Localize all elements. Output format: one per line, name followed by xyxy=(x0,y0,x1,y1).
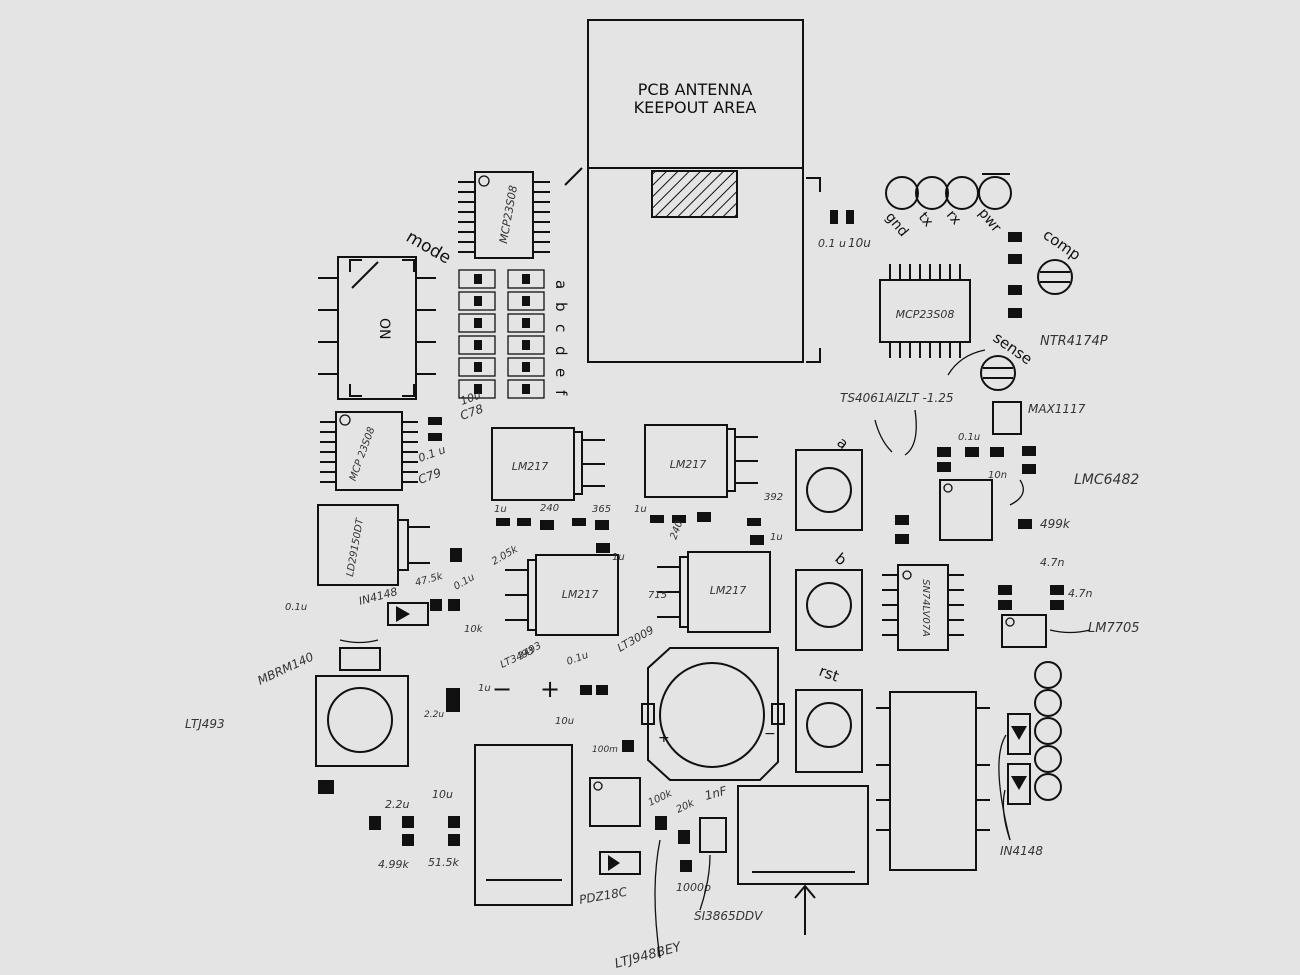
usb-connector xyxy=(474,744,573,906)
ic-label-lm217-3: LM217 xyxy=(562,588,599,601)
switch-letter-c: c xyxy=(552,324,570,332)
button-rst-label: rst xyxy=(817,662,842,686)
annot-392: 392 xyxy=(764,492,783,503)
battery-holder: + − xyxy=(641,647,785,781)
annot-240-a: 240 xyxy=(540,503,559,514)
mbrm140-diode xyxy=(339,602,429,671)
switch-letter-f: f xyxy=(552,390,570,396)
annot-1u-left: 1u xyxy=(478,683,491,694)
annot-1000p: 1000p xyxy=(676,881,711,894)
si3865ddv xyxy=(699,817,727,853)
annot-10u-bottom: 10u xyxy=(432,788,453,801)
sn74lv07a: SN74LV07A xyxy=(882,564,964,651)
switch-letter-b: b xyxy=(552,302,570,312)
ic-label-lm217-4: LM217 xyxy=(710,584,747,597)
ic-label-mcp-right: MCP23S08 xyxy=(896,308,955,321)
annot-1u-b: 1u xyxy=(634,504,647,515)
antenna-label-line2: KEEPOUT AREA xyxy=(634,98,757,117)
annot-in4148-right: IN4148 xyxy=(1000,844,1043,858)
diode-in4148-2 xyxy=(1007,763,1031,805)
ic-label-lm217-2: LM217 xyxy=(670,458,707,471)
switch-letter-e: e xyxy=(552,368,570,377)
minus-label: − xyxy=(492,675,512,703)
mcp23s08-right: MCP23S08 xyxy=(879,264,971,358)
passive-pads xyxy=(318,210,1064,872)
annot-lmc6482: LMC6482 xyxy=(1074,472,1139,488)
svg-text:−: − xyxy=(764,726,776,742)
bottom-connector xyxy=(737,785,869,935)
pdz18c-diode xyxy=(599,851,641,875)
annot-2.2u-left: 2.2u xyxy=(424,710,444,720)
annot-2.2u-bottom: 2.2u xyxy=(385,798,409,811)
annot-lm7705: LM7705 xyxy=(1088,621,1140,636)
svg-text:+: + xyxy=(658,730,670,746)
annot-0.1u-left: 0.1u xyxy=(285,602,307,613)
annot-4.7n-a: 4.7n xyxy=(1040,556,1064,569)
ic-label-sn74: SN74LV07A xyxy=(920,579,931,637)
inductor-lt3493 xyxy=(315,675,409,767)
button-rst: rst xyxy=(795,662,863,773)
annotation-arrows xyxy=(339,349,1091,959)
annot-4.7n-b: 4.7n xyxy=(1068,587,1092,600)
annot-1nf: 1nF xyxy=(703,783,729,803)
switch-letter-d: d xyxy=(552,346,570,356)
lm217-regulator-3: LM217 xyxy=(505,554,619,636)
annot-10n: 10n xyxy=(988,470,1007,481)
annot-1u-d: 1u xyxy=(770,532,783,543)
on-switch: ON xyxy=(318,256,436,400)
plus-label: + xyxy=(540,675,560,703)
annot-499k: 499k xyxy=(1040,517,1071,531)
antenna-label-line1: PCB ANTENNA xyxy=(638,80,753,99)
annot-365: 365 xyxy=(592,504,611,515)
annot-10u-top: 10u xyxy=(848,236,871,250)
annot-715: 715 xyxy=(648,590,667,601)
annot-ntr4174p: NTR4174P xyxy=(1040,334,1108,349)
lm217-regulator-4: LM217 xyxy=(657,551,771,633)
diode-in4148-1 xyxy=(1007,713,1031,755)
annot-ts4061: TS4061AIZLT -1.25 xyxy=(840,391,954,405)
annot-51.5k: 51.5k xyxy=(428,856,459,869)
ic-label-lm217-1: LM217 xyxy=(512,460,549,473)
annot-10u-mid: 10u xyxy=(555,716,574,727)
annot-4.99k: 4.99k xyxy=(378,858,409,871)
annot-ltj493: LTJ493 xyxy=(185,717,225,731)
antenna-keepout: PCB ANTENNA KEEPOUT AREA xyxy=(564,19,821,363)
annot-10k-left: 10k xyxy=(464,624,484,635)
right-header-pins xyxy=(1034,661,1062,801)
annot-1u-c: 1u xyxy=(612,552,625,563)
switch-letter-a: a xyxy=(552,280,570,289)
lm217-regulator-2: LM217 xyxy=(644,424,758,498)
annot-0.1u-mid: 0.1u xyxy=(958,432,980,443)
annot-max1117: MAX1117 xyxy=(1028,402,1086,416)
annot-100m: 100m xyxy=(592,745,618,755)
lt4948bey xyxy=(589,777,641,827)
annot-si3865ddv: SI3865DDV xyxy=(694,909,763,923)
annot-0.1u-top: 0.1 u xyxy=(818,237,846,250)
on-label: ON xyxy=(376,318,392,340)
lm7705 xyxy=(1001,614,1047,648)
annot-1u-a: 1u xyxy=(494,504,507,515)
max1117 xyxy=(992,401,1022,435)
lmc6482 xyxy=(939,479,993,541)
relay xyxy=(876,691,990,871)
lm217-regulator-1: LM217 xyxy=(491,427,605,501)
